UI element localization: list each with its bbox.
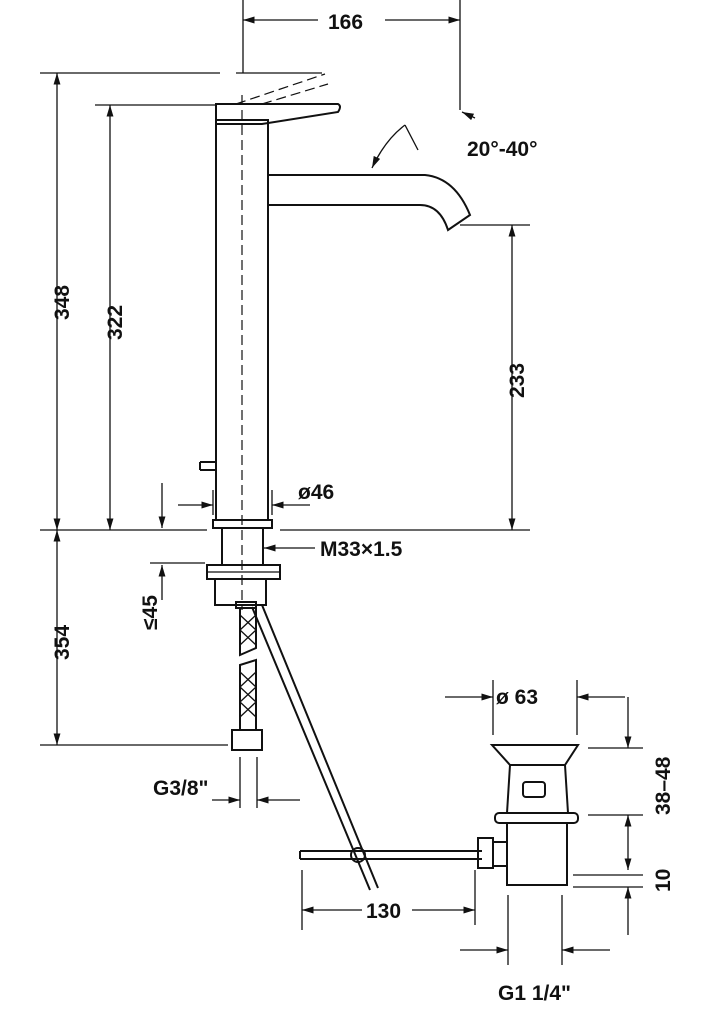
- dim-drain-diameter: ø 63: [496, 686, 538, 709]
- dim-body-diameter: ø46: [298, 481, 334, 504]
- drain-valve: [477, 744, 580, 886]
- dim-height-total: 348: [51, 285, 74, 320]
- dim-drain-thread: G1 1/4": [498, 982, 571, 1005]
- dim-hose-length: 354: [51, 625, 74, 660]
- pivot-joint: [350, 847, 366, 863]
- dim-height-body: 322: [104, 305, 127, 340]
- dim-max-deck: ≤45: [139, 595, 162, 630]
- dim-drain-height: 38–48: [652, 756, 675, 815]
- dim-hose-connection: G3/8": [153, 777, 208, 800]
- supply-hose: [231, 608, 263, 751]
- dim-drain-offset: 10: [652, 869, 675, 892]
- dim-lever-angle: 20°-40°: [467, 138, 538, 161]
- faucet-body: [199, 72, 472, 610]
- dim-thread: M33×1.5: [320, 538, 403, 561]
- dim-width-total: 166: [328, 11, 363, 34]
- dim-rod-length: 130: [366, 900, 401, 923]
- dimension-lines: [40, 0, 643, 965]
- pull-rod: [251, 604, 482, 891]
- dim-spout-height: 233: [506, 363, 529, 398]
